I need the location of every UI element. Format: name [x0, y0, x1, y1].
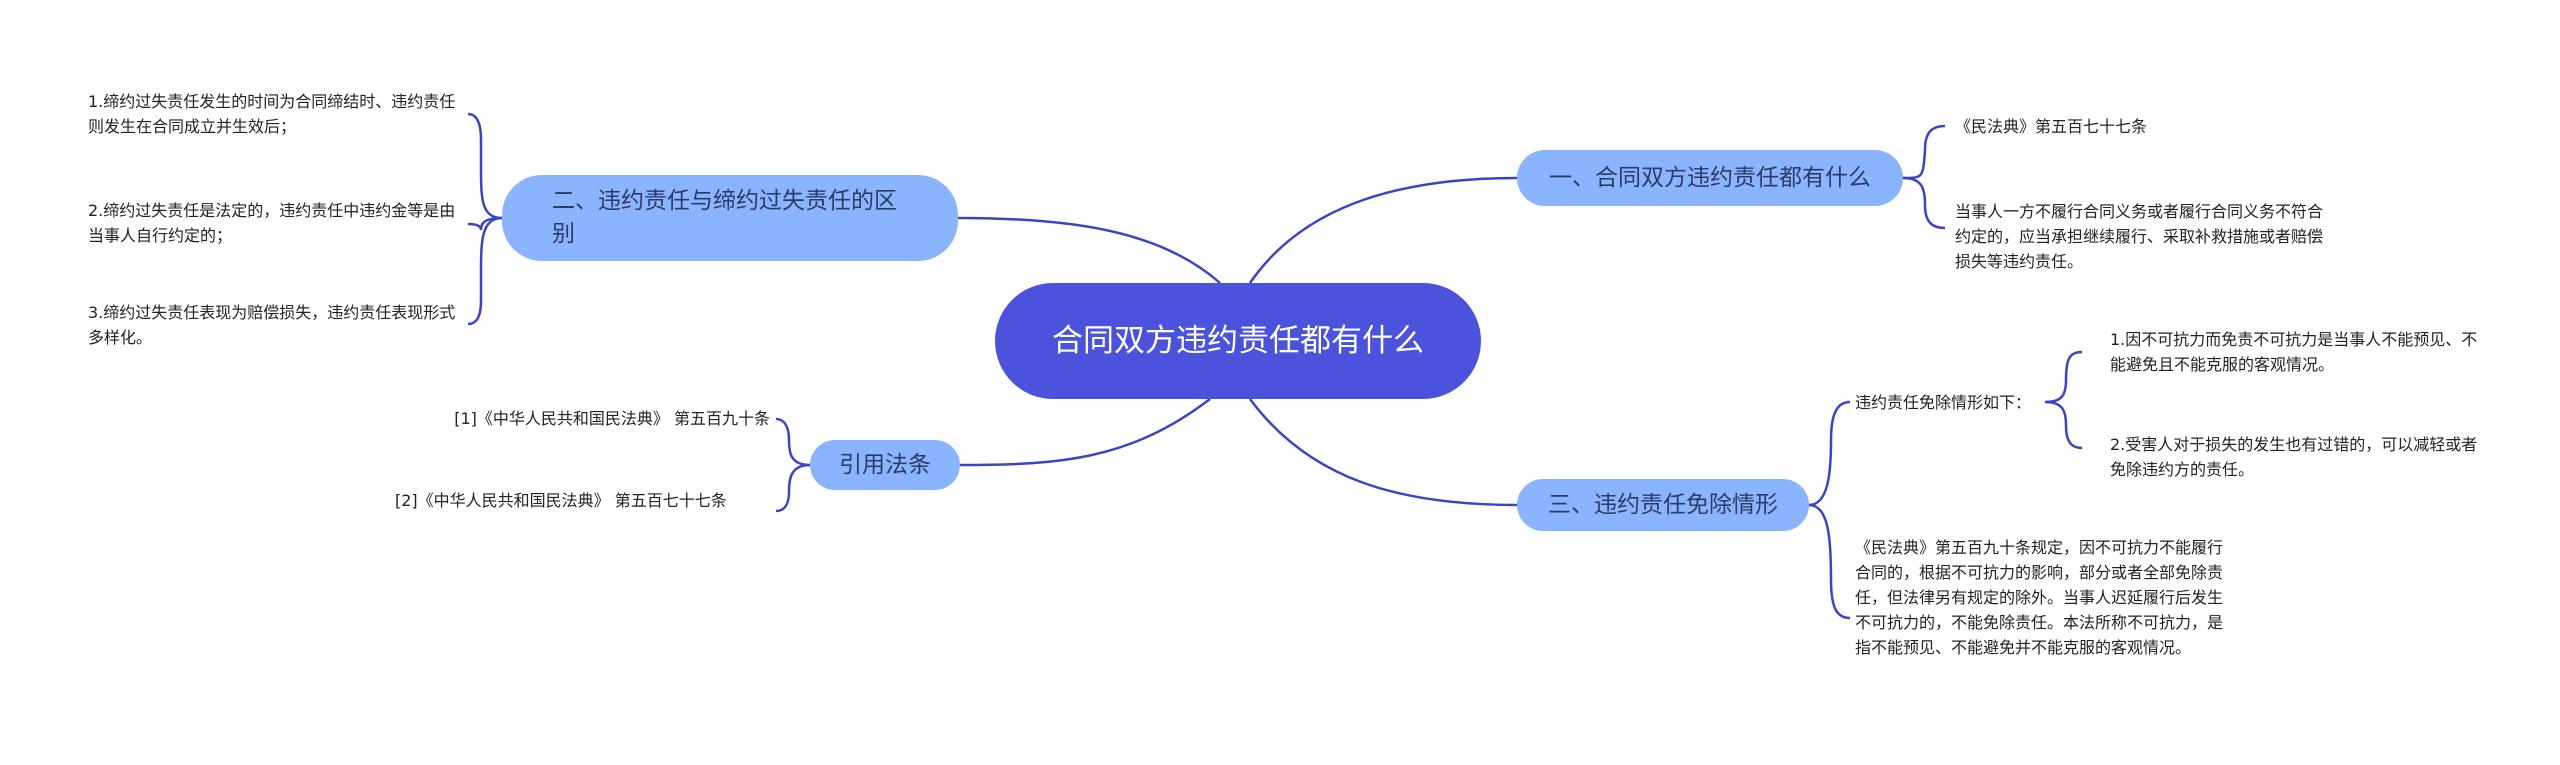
bracket-topic3 — [775, 417, 811, 467]
link-root-topic2 — [957, 216, 1221, 284]
topic-3-leaf-2: [2]《中华人民共和国民法典》 第五百七十七条 — [395, 491, 727, 510]
topic-4-sub-label: 违约责任免除情形如下： — [1855, 393, 2032, 412]
bracket-topic4 — [1808, 400, 1851, 507]
topic-2-node[interactable]: 二、违约责任与缔约过失责任的区别 — [502, 175, 958, 261]
topic-2-leaf-2: 2.缔约过失责任是法定的，违约责任中违约金等是由当事人自行约定的； — [88, 201, 456, 245]
link-root-topic1 — [1248, 176, 1518, 284]
topic-2-leaf-1: 1.缔约过失责任发生的时间为合同缔结时、违约责任则发生在合同成立并生效后； — [88, 92, 456, 136]
topic-4-sub-leaf-2: 2.受害人对于损失的发生也有过错的，可以减轻或者免除违约方的责任。 — [2110, 435, 2478, 479]
topic-2-leaf-3: 3.缔约过失责任表现为赔偿损失，违约责任表现形式多样化。 — [88, 303, 456, 347]
bracket-topic2 — [467, 112, 503, 220]
bracket-topic1 — [1902, 124, 1946, 180]
root-node[interactable]: 合同双方违约责任都有什么 — [995, 283, 1481, 399]
topic-4-sub-leaf-1: 1.因不可抗力而免责不可抗力是当事人不能预见、不能避免且不能克服的客观情况。 — [2110, 330, 2478, 374]
topic-4-node[interactable]: 三、违约责任免除情形 — [1517, 479, 1809, 531]
topic-2-label: 二、违约责任与缔约过失责任的区别 — [552, 188, 897, 247]
topic-3-node[interactable]: 引用法条 — [810, 440, 960, 490]
topic-1-leaf-1: 《民法典》第五百七十七条 — [1955, 117, 2148, 136]
topic-3-leaf-1: [1]《中华人民共和国民法典》 第五百九十条 — [454, 409, 770, 428]
bracket-sub — [2044, 350, 2083, 404]
link-root-topic3 — [959, 398, 1211, 467]
topic-1-leaf-2: 当事人一方不履行合同义务或者履行合同义务不符合约定的，应当承担继续履行、采取补救… — [1955, 202, 2324, 271]
root-label: 合同双方违约责任都有什么 — [1052, 323, 1424, 359]
topic-3-label: 引用法条 — [839, 451, 931, 478]
topic-1-label: 一、合同双方违约责任都有什么 — [1549, 164, 1871, 191]
topic-1-node[interactable]: 一、合同双方违约责任都有什么 — [1517, 150, 1903, 206]
link-root-topic4 — [1248, 398, 1518, 507]
topic-4-note: 《民法典》第五百九十条规定，因不可抗力不能履行合同的，根据不可抗力的影响，部分或… — [1855, 538, 2224, 657]
topic-4-label: 三、违约责任免除情形 — [1548, 491, 1778, 518]
